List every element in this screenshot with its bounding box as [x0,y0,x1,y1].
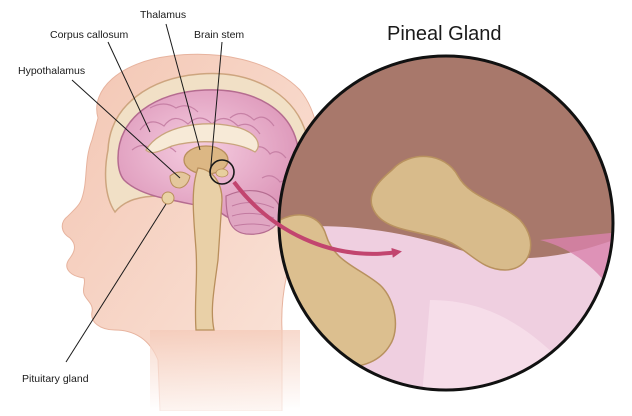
pineal-gland-small [215,168,229,178]
label-corpus-callosum: Corpus callosum [50,29,128,41]
cerebellum [225,190,282,235]
leader-lines [65,23,223,363]
diagram-title: Pineal Gland [387,23,502,45]
corpus-callosum [145,123,259,154]
label-thalamus: Thalamus [140,9,186,21]
pointer-arrow [232,180,402,258]
label-pituitary-gland: Pituitary gland [22,373,89,385]
label-hypothalamus: Hypothalamus [18,65,85,77]
hypothalamus [169,171,191,189]
magnified-view [279,56,613,390]
neck-fade [150,330,300,411]
pituitary-gland [161,191,175,205]
label-brain-stem: Brain stem [194,29,244,41]
pineal-gland-large [370,155,532,271]
brain-stem [192,167,223,331]
